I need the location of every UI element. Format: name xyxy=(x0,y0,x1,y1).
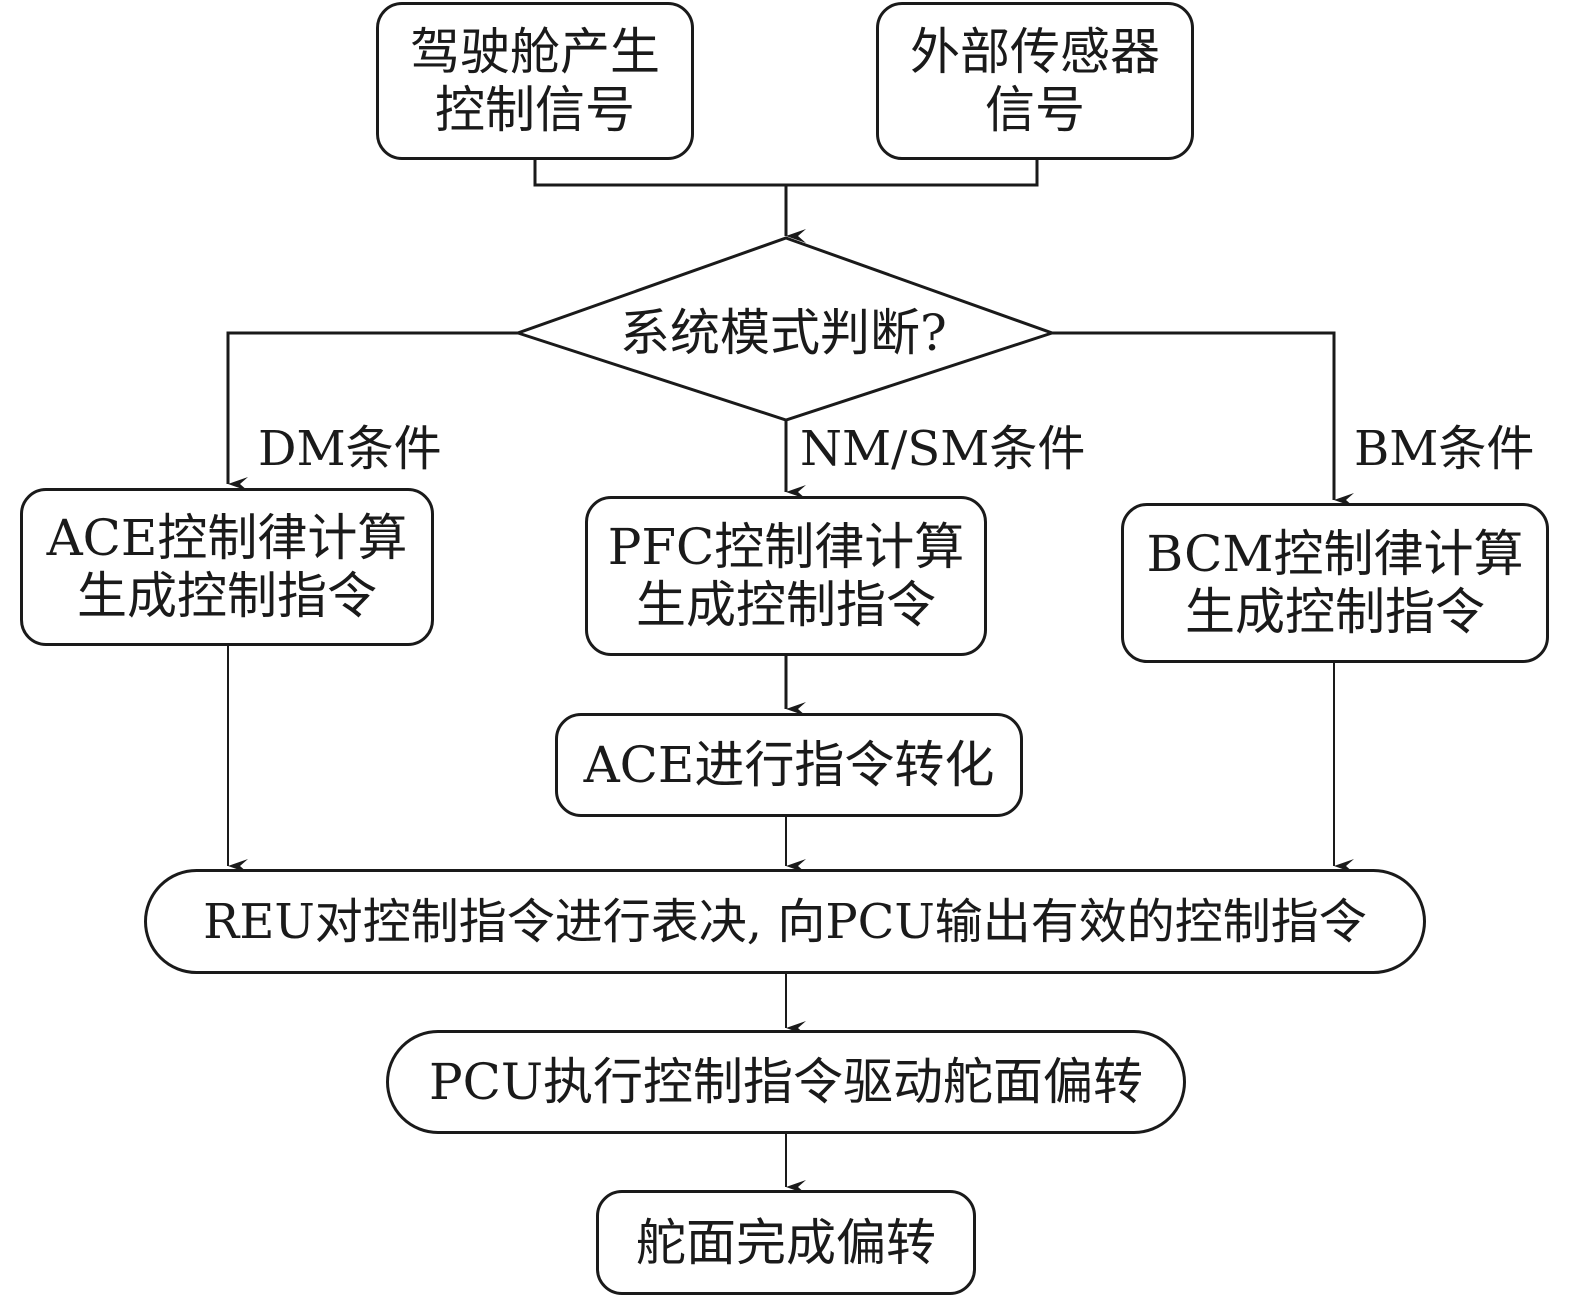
node-pfc-control-law: PFC控制律计算 生成控制指令 xyxy=(585,496,987,656)
decision-label: 系统模式判断? xyxy=(620,304,947,362)
node-ace-control-law: ACE控制律计算 生成控制指令 xyxy=(20,488,434,646)
edge-cockpit-merge xyxy=(533,160,1039,187)
node-pcu-execute: PCU执行控制指令驱动舵面偏转 xyxy=(386,1030,1186,1134)
edge-label-bm: BM条件 xyxy=(1354,421,1535,477)
node-text: 舵面完成偏转 xyxy=(636,1213,936,1272)
node-text-line: BCM控制律计算 xyxy=(1146,525,1524,583)
node-cockpit-signal: 驾驶舱产生 控制信号 xyxy=(376,2,694,160)
node-bcm-control-law: BCM控制律计算 生成控制指令 xyxy=(1121,503,1549,663)
edge-decision-to-ace xyxy=(226,331,518,491)
edge-label-nm-sm: NM/SM条件 xyxy=(800,421,1086,477)
node-text-line: PFC控制律计算 xyxy=(607,518,965,576)
node-text: ACE进行指令转化 xyxy=(583,736,995,794)
node-text: REU对控制指令进行表决, 向PCU输出有效的控制指令 xyxy=(203,893,1367,950)
node-external-sensor: 外部传感器 信号 xyxy=(876,2,1194,160)
node-text-line: 信号 xyxy=(985,81,1085,139)
node-text-line: 控制信号 xyxy=(435,81,635,139)
node-text-line: 驾驶舱产生 xyxy=(410,23,660,81)
node-text-line: 外部传感器 xyxy=(910,23,1160,81)
node-text-line: 生成控制指令 xyxy=(636,576,936,634)
node-text-line: 生成控制指令 xyxy=(77,567,377,625)
node-reu-vote: REU对控制指令进行表决, 向PCU输出有效的控制指令 xyxy=(144,869,1426,974)
node-surface-deflected: 舵面完成偏转 xyxy=(596,1190,976,1295)
node-ace-command-convert: ACE进行指令转化 xyxy=(555,713,1023,817)
edge-decision-to-bcm xyxy=(1052,331,1354,507)
node-text: PCU执行控制指令驱动舵面偏转 xyxy=(428,1053,1144,1111)
edge-label-dm: DM条件 xyxy=(258,421,442,477)
node-text-line: 生成控制指令 xyxy=(1185,583,1485,641)
node-text-line: ACE控制律计算 xyxy=(46,509,408,567)
